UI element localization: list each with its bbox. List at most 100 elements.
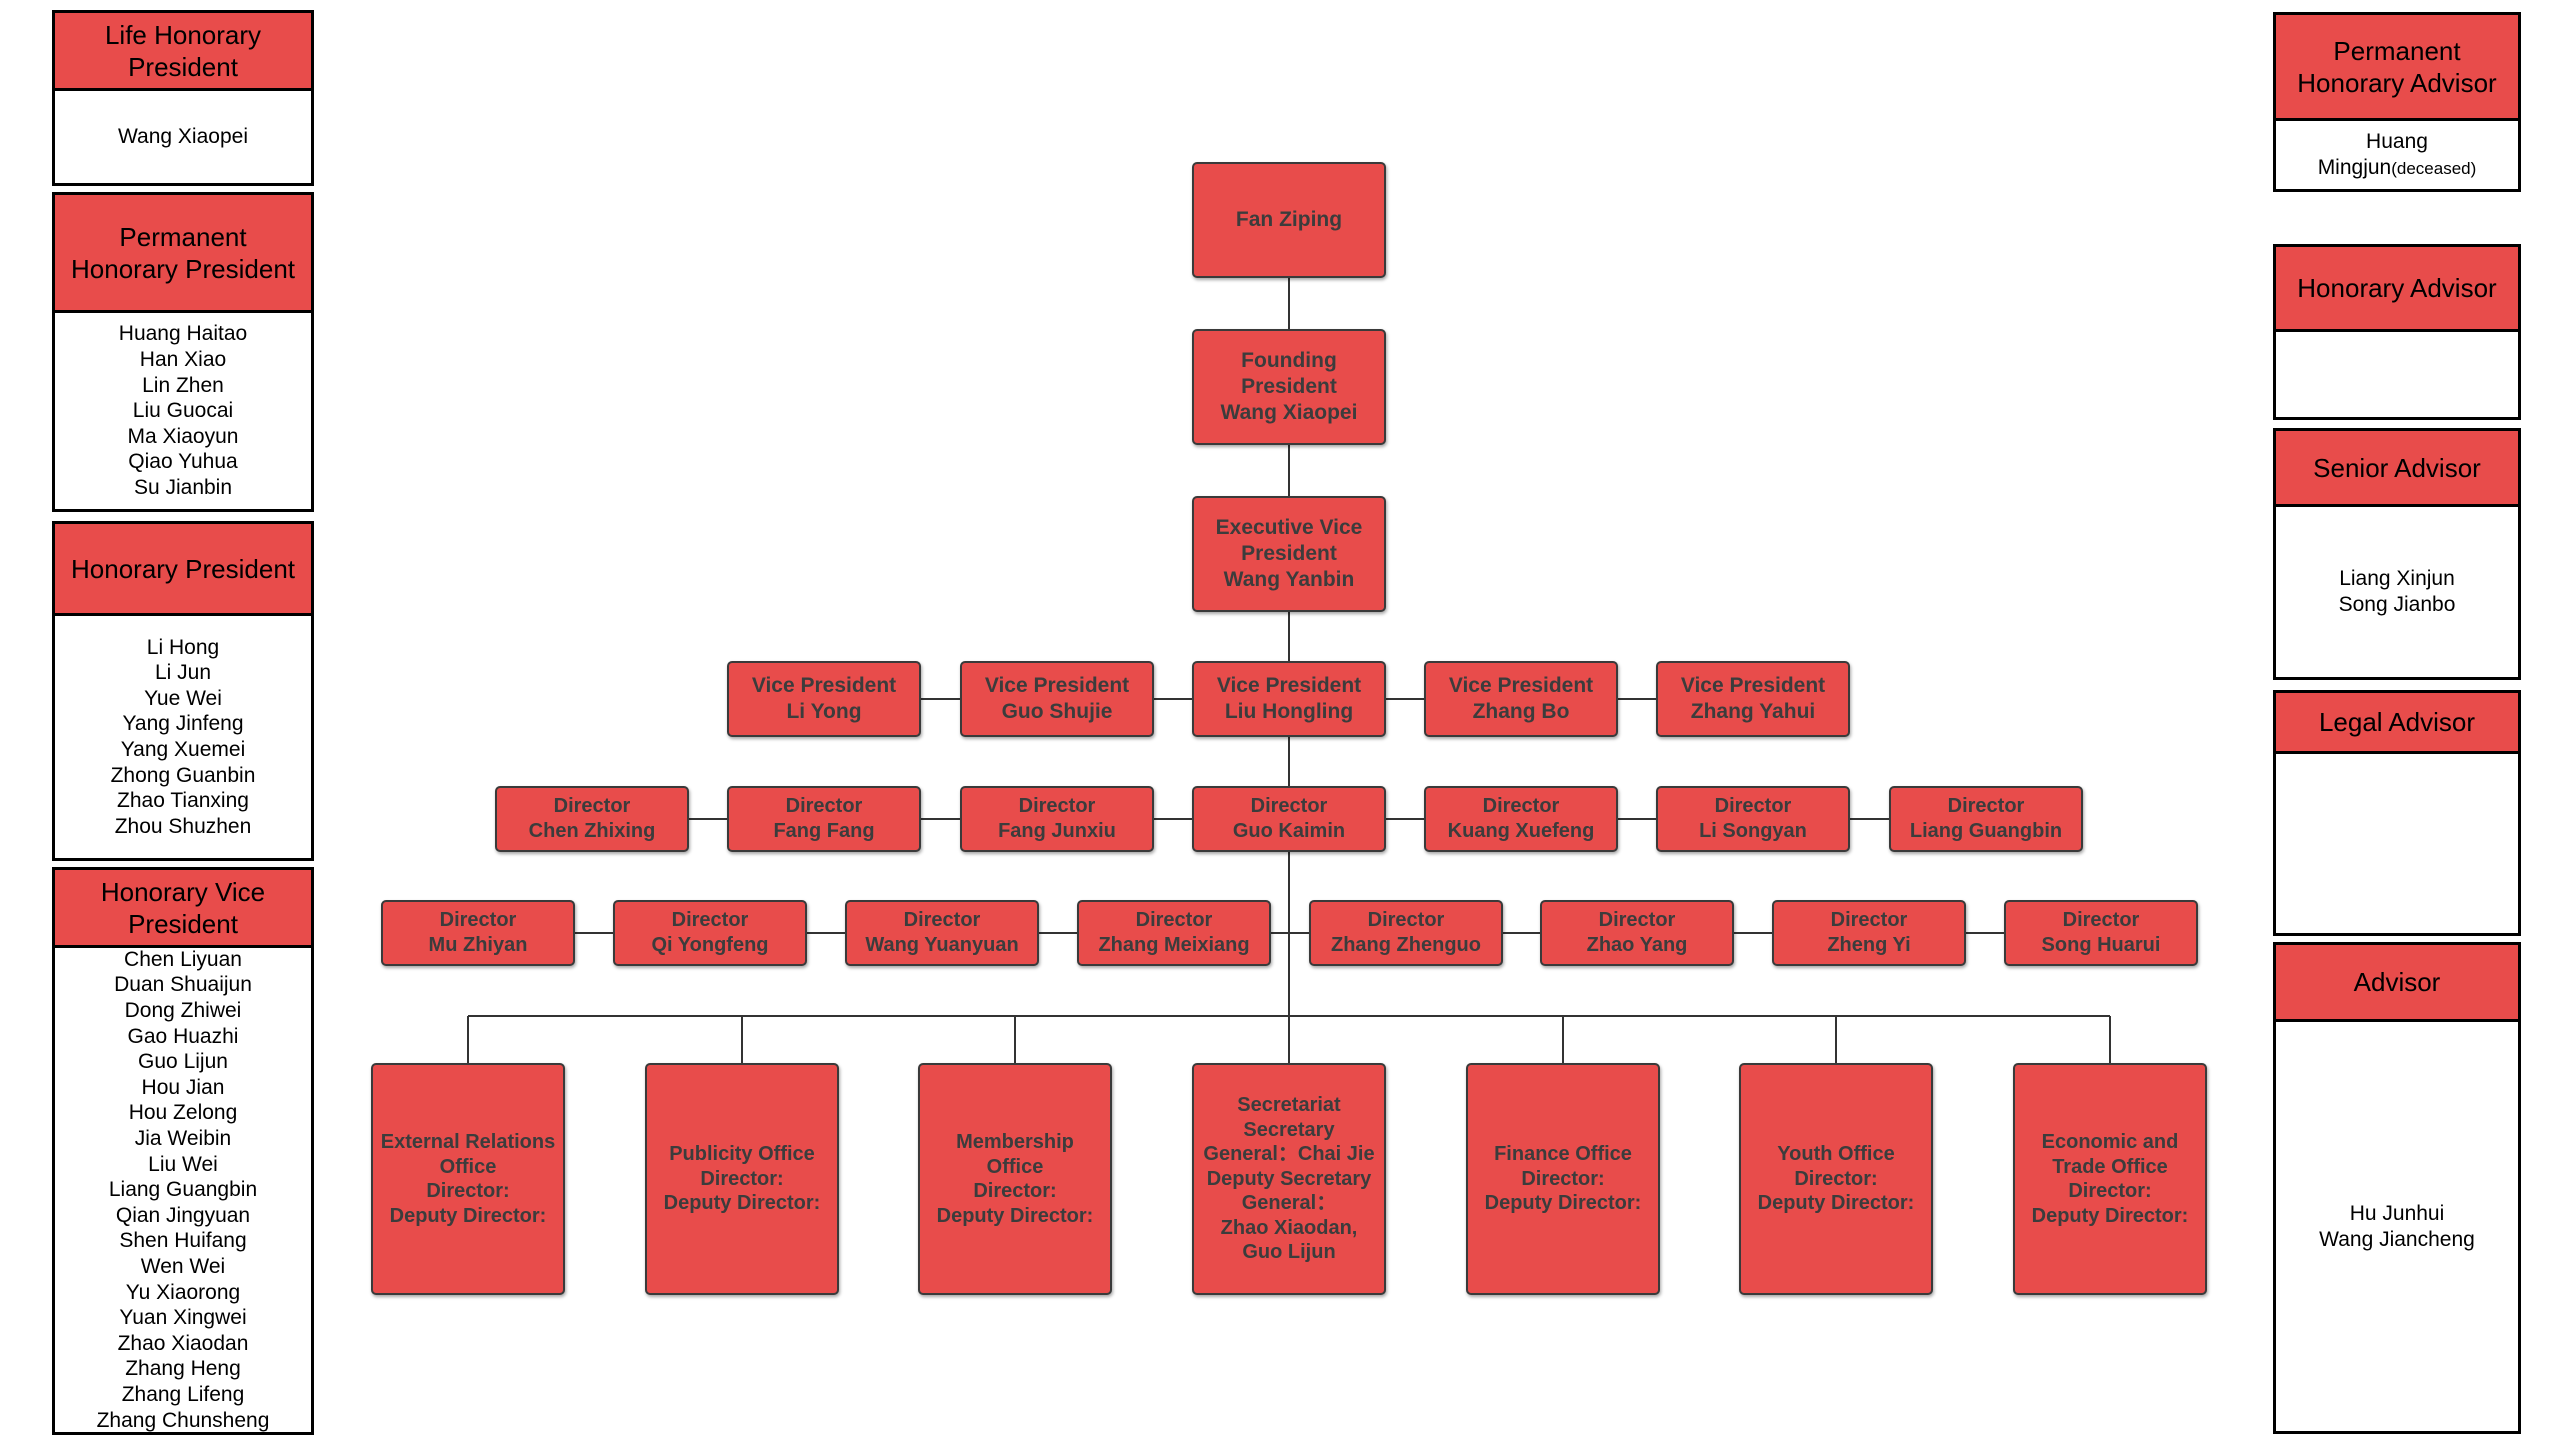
member-name: Liang Guangbin: [108, 1178, 258, 1202]
office-node-line: Deputy Director:: [936, 1204, 1094, 1227]
vice-president-node-name: Zhang Yahui: [1690, 700, 1816, 723]
director-node-role: Director: [903, 909, 981, 931]
director-node-role: Director: [1482, 795, 1560, 817]
member-name: Yue Wei: [144, 686, 222, 710]
member-name: Zhong Guanbin: [110, 763, 256, 787]
right-panel-title: Legal Advisor: [2276, 693, 2518, 754]
director-node-role: Director: [1018, 795, 1096, 817]
left-panel-title: Honorary President: [55, 524, 311, 616]
member-name: Gao Huazhi: [127, 1024, 239, 1048]
member-name: Zhao Tianxing: [117, 789, 249, 813]
director-node-name: Zhang Zhenguo: [1331, 934, 1481, 956]
member-name: Zhang Lifeng: [121, 1382, 245, 1406]
director-node-name: Wang Yuanyuan: [865, 934, 1019, 956]
member-name: Song Jianbo: [2338, 593, 2456, 616]
chain-node: Fan Ziping: [1192, 162, 1386, 278]
vice-president-node-role: Vice President: [1680, 674, 1826, 697]
member-name: Yang Xuemei: [120, 738, 246, 761]
member-name: Su Jianbin: [133, 475, 233, 499]
director-node: Director Li Songyan: [1656, 786, 1850, 852]
director-node-role: Director: [1367, 909, 1445, 931]
right-panel-members: [2276, 332, 2518, 417]
chain-node-line: President: [1241, 542, 1337, 565]
director-node-role: Director: [785, 795, 863, 817]
member-name: Wang Xiaopei: [118, 125, 248, 149]
director-node-role: Director: [1135, 909, 1213, 931]
member-name: Wang Jiancheng: [2319, 1227, 2475, 1251]
director-node-role: Director: [1947, 795, 2025, 817]
member-name: Liu Wei: [148, 1152, 218, 1176]
office-node-line: Deputy Director:: [1484, 1192, 1642, 1215]
right-panel-title: Advisor: [2276, 945, 2518, 1022]
member-name: Qian Jingyuan: [115, 1203, 251, 1227]
member-name: Duan Shuaijun: [114, 973, 252, 997]
chain-node-line: President: [1241, 375, 1337, 398]
chain-node-line: Fan Ziping: [1235, 208, 1343, 231]
office-node-line: Deputy Director:: [389, 1204, 547, 1227]
vice-president-node-name: Liu Hongling: [1224, 700, 1354, 723]
office-node-line: Deputy Director:: [2031, 1204, 2189, 1227]
director-node-name: Song Huarui: [2041, 934, 2161, 956]
member-name: Liang Xinjun: [2339, 567, 2455, 591]
office-node-line: Director:: [426, 1180, 510, 1202]
director-node-name: Kuang Xuefeng: [1447, 820, 1595, 842]
member-name: Liu Guocai: [132, 399, 234, 423]
director-node-name: Li Songyan: [1699, 820, 1807, 842]
member-name: Yuan Xingwei: [119, 1306, 247, 1330]
left-panel-members: Wang Xiaopei: [55, 91, 311, 183]
member-name: Huang Haitao: [118, 322, 248, 346]
director-node-name: Mu Zhiyan: [428, 934, 528, 956]
right-panel-title: Honorary Advisor: [2276, 247, 2518, 332]
director-node-role: Director: [1598, 909, 1676, 931]
director-node-name: Chen Zhixing: [528, 820, 656, 842]
member-name: Ma Xiaoyun: [127, 424, 239, 448]
right-panel-title: Senior Advisor: [2276, 431, 2518, 507]
member-name: Jia Weibin: [134, 1127, 232, 1151]
member-name: Zhang Heng: [125, 1357, 241, 1381]
chain-node-line: Wang Yanbin: [1223, 568, 1355, 591]
director-node-name: Liang Guangbin: [1909, 820, 2063, 842]
member-name: Chen Liyuan: [124, 947, 242, 971]
left-panel-title: Life Honorary President: [55, 13, 311, 91]
director-node-role: Director: [2062, 909, 2140, 931]
member-name: Li Jun: [154, 661, 212, 685]
vice-president-node-role: Vice President: [984, 674, 1130, 697]
director-node-role: Director: [1830, 909, 1908, 931]
director-node-role: Director: [1714, 795, 1792, 817]
director-node-name: Fang Junxiu: [998, 820, 1116, 842]
vice-president-node-role: Vice President: [1448, 674, 1594, 697]
member-name: Yang Jinfeng: [122, 712, 244, 736]
office-node-line: Publicity Office: [669, 1143, 815, 1166]
left-panel-title: Honorary Vice President: [55, 870, 311, 948]
chain-node-line: Founding: [1241, 349, 1337, 372]
right-panel-title: Permanent Honorary Advisor: [2276, 15, 2518, 121]
director-node-name: Fang Fang: [773, 820, 875, 842]
